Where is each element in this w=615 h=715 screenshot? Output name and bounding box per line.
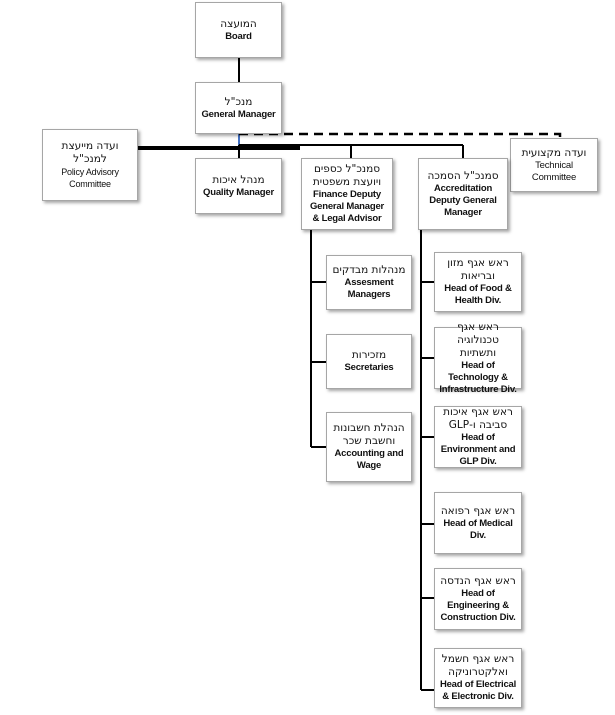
electrical-label-en: Head of Electrical & Electronic Div. bbox=[439, 679, 517, 702]
electrical-box: ראש אגף חשמל ואלקטרוניקה Head of Electri… bbox=[434, 648, 522, 708]
board-box: המועצה Board bbox=[195, 2, 282, 58]
accreditation-deputy-label-en: Accreditation Deputy General Manager bbox=[429, 182, 497, 218]
technology-box: ראש אגף טכנולוגיה ותשתיות Head of Techno… bbox=[434, 321, 522, 395]
finance-deputy-box: סמנכ"ל כספים ויועצת משפטית Finance Deput… bbox=[301, 158, 393, 230]
policy-committee-label-he: ועדה מייעצת למנכ"ל bbox=[61, 140, 119, 165]
technology-label-en: Head of Technology & Infrastructure Div. bbox=[439, 359, 517, 395]
technology-label-he: ראש אגף טכנולוגיה ותשתיות bbox=[457, 320, 499, 359]
environment-box: ראש אגף איכות סביבה ו-GLP Head of Enviro… bbox=[434, 406, 522, 468]
medical-label-en: Head of Medical Div. bbox=[443, 517, 513, 541]
technical-committee-box: ועדה מקצועית Technical Committee bbox=[510, 138, 598, 192]
general-manager-box: מנכ"ל General Manager bbox=[195, 82, 282, 134]
technical-committee-label-he: ועדה מקצועית bbox=[521, 146, 587, 159]
food-health-label-he: ראש אגף מזון ובריאות bbox=[447, 257, 509, 282]
finance-deputy-label-en: Finance Deputy General Manager & Legal A… bbox=[309, 189, 385, 224]
accounting-label-en: Accounting and Wage bbox=[334, 448, 404, 471]
engineering-label-he: ראש אגף הנדסה bbox=[440, 574, 516, 587]
policy-committee-box: ועדה מייעצת למנכ"ל Policy Advisory Commi… bbox=[42, 129, 138, 201]
electrical-label-he: ראש אגף חשמל ואלקטרוניקה bbox=[441, 653, 515, 678]
quality-manager-label-en: Quality Manager bbox=[203, 186, 274, 198]
engineering-label-en: Head of Engineering & Construction Div. bbox=[440, 587, 516, 623]
connector-technical-dashed bbox=[239, 132, 562, 138]
environment-label-he: ראש אגף איכות סביבה ו-GLP bbox=[443, 406, 513, 431]
accreditation-deputy-box: סמנכ"ל הסמכה Accreditation Deputy Genera… bbox=[418, 158, 508, 230]
quality-manager-box: מנהל איכות Quality Manager bbox=[195, 158, 282, 214]
technical-committee-label-en: Technical Committee bbox=[531, 159, 577, 183]
secretaries-box: מזכירות Secretaries bbox=[326, 334, 412, 389]
assessment-managers-box: מנהלות מבדקים Assesment Managers bbox=[326, 255, 412, 310]
accounting-label-he: הנהלת חשבונות וחשבת שכר bbox=[333, 422, 405, 447]
finance-deputy-label-he: סמנכ"ל כספים ויועצת משפטית bbox=[312, 163, 382, 188]
environment-label-en: Head of Environment and GLP Div. bbox=[440, 432, 516, 467]
engineering-box: ראש אגף הנדסה Head of Engineering & Cons… bbox=[434, 568, 522, 630]
food-health-box: ראש אגף מזון ובריאות Head of Food & Heal… bbox=[434, 252, 522, 312]
medical-label-he: ראש אגף רפואה bbox=[440, 504, 516, 517]
accounting-box: הנהלת חשבונות וחשבת שכר Accounting and W… bbox=[326, 412, 412, 482]
secretaries-label-he: מזכירות bbox=[351, 349, 387, 361]
assessment-managers-label-he: מנהלות מבדקים bbox=[332, 264, 406, 276]
general-manager-label-en: General Manager bbox=[201, 108, 276, 120]
accreditation-deputy-label-he: סמנכ"ל הסמכה bbox=[427, 169, 499, 182]
quality-manager-label-he: מנהל איכות bbox=[212, 173, 265, 186]
general-manager-label-he: מנכ"ל bbox=[224, 95, 253, 108]
policy-committee-label-en: Policy Advisory Committee bbox=[61, 167, 119, 189]
medical-box: ראש אגף רפואה Head of Medical Div. bbox=[434, 492, 522, 554]
assessment-managers-label-en: Assesment Managers bbox=[344, 277, 394, 300]
board-label-en: Board bbox=[225, 30, 252, 42]
secretaries-label-en: Secretaries bbox=[344, 362, 394, 373]
board-label-he: המועצה bbox=[220, 17, 257, 30]
food-health-label-en: Head of Food & Health Div. bbox=[444, 283, 512, 306]
